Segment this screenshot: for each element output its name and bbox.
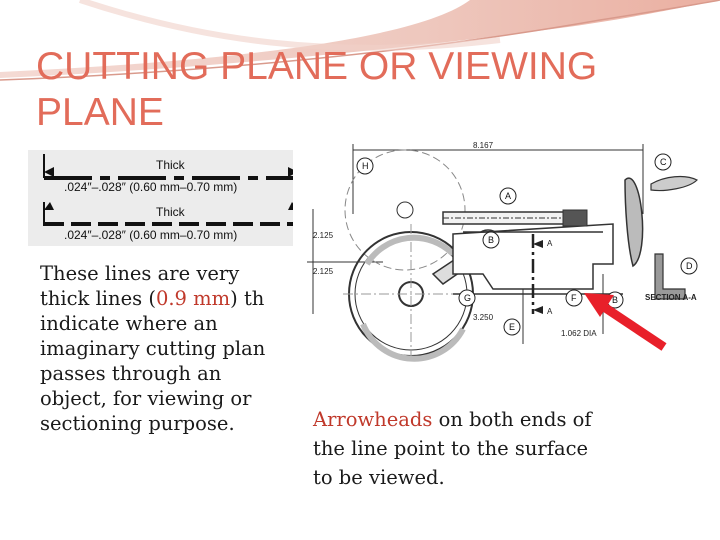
callout-label: G xyxy=(464,293,471,303)
body-line-end: ) th xyxy=(230,287,265,310)
dim-top-label: 8.167 xyxy=(473,141,494,150)
header-swoosh-decoration xyxy=(0,0,720,81)
callout-label: A xyxy=(505,191,511,201)
mechanical-drawing: 8.167 2.125 2.125 3.250 1.062 DIA SECTIO… xyxy=(293,114,720,362)
body-line: These lines are very xyxy=(40,262,240,285)
section-label: SECTION A-A xyxy=(645,293,697,302)
cut-label-top: A xyxy=(547,239,553,248)
red-pointer-arrow-icon xyxy=(584,293,667,351)
callout-label: E xyxy=(509,322,515,332)
cut-label-bottom: A xyxy=(547,307,553,316)
callout-label: D xyxy=(686,261,693,271)
dim-dia-label: 1.062 DIA xyxy=(561,329,597,338)
slide-title: CUTTING PLANE OR VIEWING PLANE xyxy=(36,45,598,134)
dim-bottom-label: 3.250 xyxy=(473,313,494,322)
cutting-plane-line-figure: Thick .024″–.028″ (0.60 mm–0.70 mm) Thic… xyxy=(28,150,310,246)
thickness-highlight: 0.9 mm xyxy=(155,287,231,310)
callout-label: B xyxy=(612,295,618,305)
line-example-dims: .024″–.028″ (0.60 mm–0.70 mm) xyxy=(64,180,237,194)
callout-label: C xyxy=(660,157,667,167)
body-line-start: thick lines ( xyxy=(40,287,156,310)
line-example-dims: .024″–.028″ (0.60 mm–0.70 mm) xyxy=(64,228,237,242)
caption-line: the line point to the surface xyxy=(313,437,589,460)
dim-left-label-1: 2.125 xyxy=(313,231,334,240)
line-example-label: Thick xyxy=(156,158,186,172)
line-example-1: Thick .024″–.028″ (0.60 mm–0.70 mm) xyxy=(43,154,299,194)
body-line: thick lines (0.9 mm) th xyxy=(40,286,296,311)
body-line: passes through an xyxy=(40,362,222,385)
body-line: sectioning purpose. xyxy=(40,412,235,435)
caption-line: Arrowheads on both ends of xyxy=(313,405,713,434)
body-line: object, for viewing or xyxy=(40,387,252,410)
callout-label: H xyxy=(362,161,369,171)
body-paragraph: These lines are very thick lines (0.9 mm… xyxy=(40,261,296,436)
arrowheads-caption: Arrowheads on both ends of the line poin… xyxy=(313,405,713,492)
dim-left-label-2: 2.125 xyxy=(313,267,334,276)
body-line: indicate where an xyxy=(40,312,218,335)
caption-line-rest: on both ends of xyxy=(432,408,592,431)
line-example-label: Thick xyxy=(156,205,186,219)
body-line: imaginary cutting plan xyxy=(40,337,266,360)
callout-label: B xyxy=(488,235,494,245)
caption-line: to be viewed. xyxy=(313,466,445,489)
arrowheads-highlight: Arrowheads xyxy=(313,408,433,431)
callout-label: F xyxy=(571,293,577,303)
